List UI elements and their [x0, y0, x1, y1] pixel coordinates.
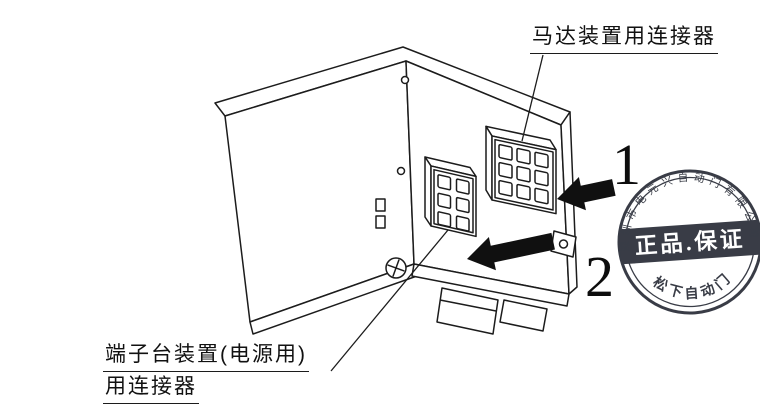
direction-arrow-1	[557, 176, 616, 211]
side-detail	[375, 198, 386, 212]
terminal-connector-label-line2: 用连接器	[103, 374, 199, 405]
direction-arrow-2	[467, 232, 555, 271]
motor-connector-graphic	[485, 125, 557, 215]
mounting-tab-fold	[439, 299, 497, 312]
terminal-connector-label-line1: 端子台装置(电源用)	[103, 342, 309, 373]
power-connector-graphic	[424, 156, 477, 238]
motor-connector-label: 马达装置用连接器	[530, 24, 718, 55]
step-1-number: 1	[612, 132, 641, 197]
stamp-bottom-arc-text: 松下自动门	[649, 268, 736, 304]
side-detail	[375, 215, 386, 229]
phillips-screw-icon	[385, 257, 407, 279]
small-screw-icon	[400, 75, 410, 85]
terminal-label-leader	[330, 229, 449, 372]
small-screw-icon	[396, 166, 406, 176]
mounting-tab-right	[499, 299, 548, 332]
bracket-hole	[558, 239, 569, 249]
step-2-number: 2	[585, 244, 614, 309]
stamp-banner	[618, 219, 760, 265]
mounting-tab-left	[436, 287, 499, 335]
controller-box	[214, 46, 578, 335]
motor-label-leader	[521, 54, 544, 142]
